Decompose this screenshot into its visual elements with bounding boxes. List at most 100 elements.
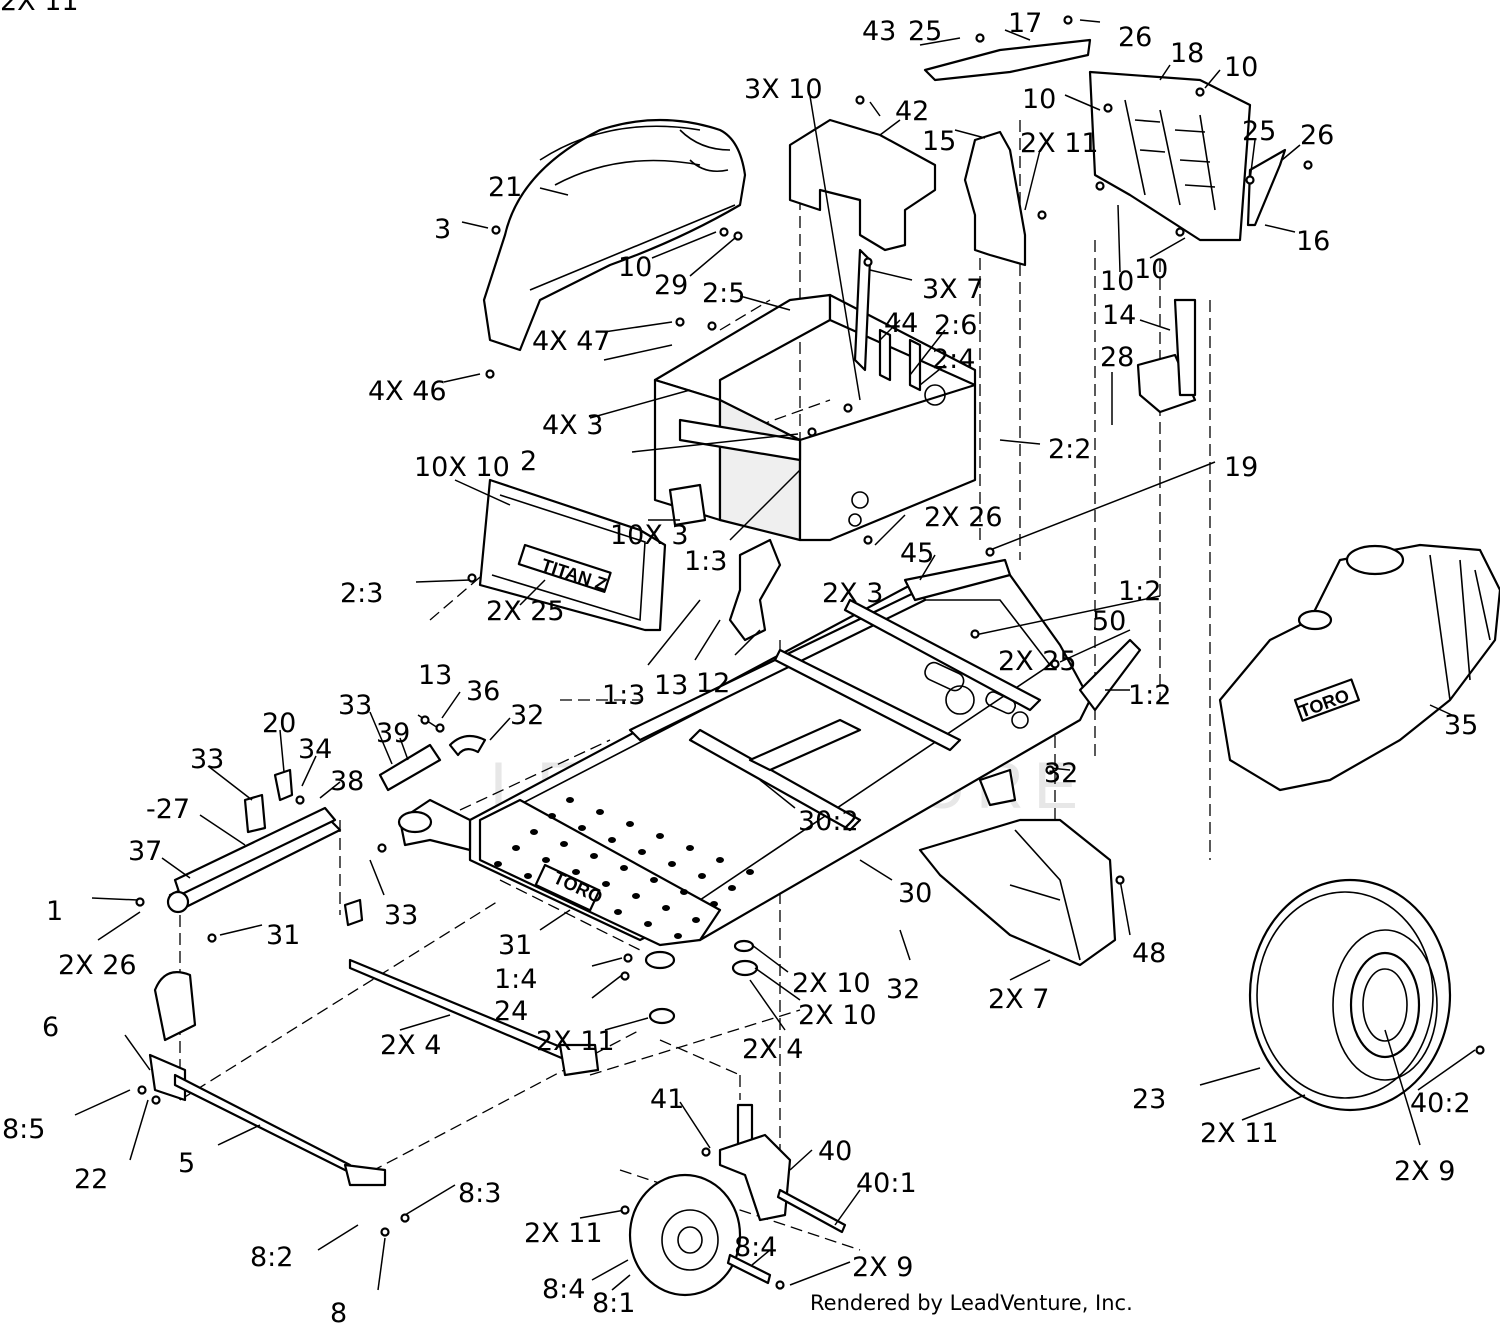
callout-label: 33 xyxy=(190,744,224,775)
callout-label: 2X 11 xyxy=(536,1026,615,1057)
deck-hole xyxy=(572,869,580,875)
callout-label: 2X 25 xyxy=(486,596,565,627)
callout-label: 2X 7 xyxy=(988,984,1049,1015)
callout-label: 18 xyxy=(1170,38,1204,69)
callout-label: 43 xyxy=(862,16,896,47)
deck-hole xyxy=(650,877,658,883)
callout-label: 32 xyxy=(510,700,544,731)
fastener xyxy=(435,723,445,733)
callout-label: 1 xyxy=(46,896,63,927)
fasteners xyxy=(135,15,1485,1290)
callout-label: 10 xyxy=(1134,254,1168,285)
callout-label: 19 xyxy=(1224,452,1258,483)
callout-label: 32 xyxy=(886,974,920,1005)
callout-label: 2X 11 xyxy=(0,0,79,17)
fastener xyxy=(400,1213,410,1223)
callout-label: 2X 9 xyxy=(852,1252,913,1283)
deck-hole xyxy=(512,845,520,851)
deck-hole xyxy=(638,849,646,855)
callout-label: 3X 10 xyxy=(744,74,823,105)
callout-label: 10 xyxy=(1100,266,1134,297)
left-fender-pod xyxy=(482,118,747,352)
callout-label: 8:4 xyxy=(734,1232,777,1263)
fastener xyxy=(623,953,633,963)
callout-label: 20 xyxy=(262,708,296,739)
deck-hole xyxy=(632,893,640,899)
callout-label: 45 xyxy=(900,538,934,569)
callout-label: 25 xyxy=(1242,116,1276,147)
callout-label: 10X 3 xyxy=(610,520,689,551)
callout-label: 8:5 xyxy=(2,1114,45,1145)
callout-label: 24 xyxy=(494,996,528,1027)
callout-label: 40 xyxy=(818,1136,852,1167)
callout-label: 2X 10 xyxy=(792,968,871,999)
callout-label: 2:6 xyxy=(934,310,977,341)
fastener xyxy=(151,1095,161,1105)
callout-label: 2X 26 xyxy=(924,502,1003,533)
callout-label: 2X 25 xyxy=(998,646,1077,677)
callout-label: 26 xyxy=(1300,120,1334,151)
fastener xyxy=(491,225,501,235)
callout-label: 8:2 xyxy=(250,1242,293,1273)
callout-label: 29 xyxy=(654,270,688,301)
callout-label: 35 xyxy=(1444,710,1478,741)
fastener xyxy=(467,573,477,583)
main-frame xyxy=(653,248,977,542)
right-fender-pod: TORO xyxy=(1218,543,1500,792)
fastener xyxy=(1475,1045,1485,1055)
fastener xyxy=(970,629,980,639)
seat-plate xyxy=(923,38,1092,82)
callout-label: 23 xyxy=(1132,1084,1166,1115)
callout-label: 40:1 xyxy=(856,1168,917,1199)
callout-label: 1:3 xyxy=(684,546,727,577)
fastener xyxy=(775,1280,785,1290)
fastener xyxy=(485,369,495,379)
callout-label: 5 xyxy=(178,1148,195,1179)
deck-hole xyxy=(596,809,604,815)
fastener xyxy=(719,227,729,237)
callout-label: 6 xyxy=(42,1012,59,1043)
callout-label: 2X 11 xyxy=(1020,128,1099,159)
callout-label: 41 xyxy=(650,1084,684,1115)
fastener xyxy=(1103,103,1113,113)
callout-label: 1:2 xyxy=(1118,576,1161,607)
callout-label: 26 xyxy=(1118,22,1152,53)
callout-label: 4X 3 xyxy=(542,410,603,441)
deck-hole xyxy=(698,873,706,879)
callout-label: 42 xyxy=(895,96,929,127)
callout-label: 4X 46 xyxy=(368,376,447,407)
deck-hole xyxy=(578,825,586,831)
callout-label: 10 xyxy=(1022,84,1056,115)
callout-label: 17 xyxy=(1008,8,1042,39)
deck-hole xyxy=(686,845,694,851)
hydraulic-fittings xyxy=(243,734,487,834)
fastener xyxy=(855,95,865,105)
deck-hole xyxy=(674,933,682,939)
fastener xyxy=(1050,659,1060,669)
deck-hole xyxy=(710,901,718,907)
fastener xyxy=(975,33,985,43)
callout-label: 2X 10 xyxy=(798,1000,877,1031)
fastener xyxy=(137,1085,147,1095)
fastener xyxy=(843,403,853,413)
front-axle-bracket xyxy=(148,806,364,1102)
assembly-lines xyxy=(179,120,1211,1251)
front-deck-plate: TORO xyxy=(478,797,754,947)
callout-label: 4X 47 xyxy=(532,326,611,357)
deck-hole xyxy=(728,885,736,891)
callout-label: 13 xyxy=(418,660,452,691)
callout-label: 48 xyxy=(1132,938,1166,969)
seat-bracket xyxy=(1136,298,1197,414)
callout-leaders xyxy=(74,19,1476,1291)
fastener xyxy=(1303,160,1313,170)
rear-pan xyxy=(918,818,1117,967)
fastener xyxy=(707,321,717,331)
deck-hole xyxy=(746,869,754,875)
callout-label: 28 xyxy=(1100,342,1134,373)
callout-label: 2X 11 xyxy=(1200,1118,1279,1149)
callout-label: 36 xyxy=(466,676,500,707)
callout-label: 1:3 xyxy=(602,680,645,711)
deck-hole xyxy=(626,821,634,827)
